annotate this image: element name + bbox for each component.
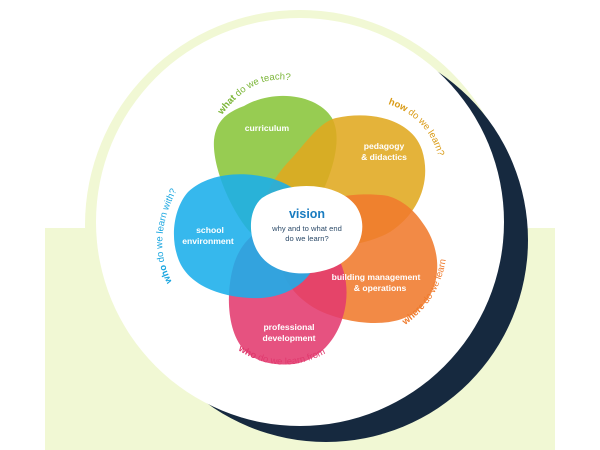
label-school-2: environment xyxy=(182,236,234,246)
label-professional-2: development xyxy=(262,333,315,343)
label-building-2: & operations xyxy=(354,283,407,293)
center-lens xyxy=(250,186,363,274)
label-professional-1: professional xyxy=(263,322,314,332)
label-building-1: building management xyxy=(332,272,421,282)
center-subtitle-2: do we learn? xyxy=(285,234,328,243)
center-subtitle-1: why and to what end xyxy=(271,224,342,233)
label-school-1: school xyxy=(196,225,224,235)
label-curriculum: curriculum xyxy=(245,123,290,133)
label-pedagogy-2: & didactics xyxy=(361,152,407,162)
label-pedagogy-1: pedagogy xyxy=(364,141,405,151)
center-title: vision xyxy=(289,207,325,221)
